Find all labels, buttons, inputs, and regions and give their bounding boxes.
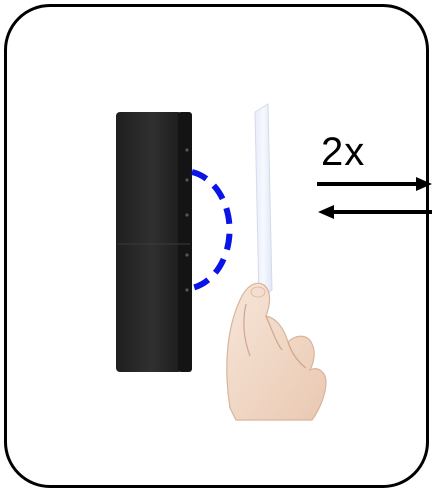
arrow-right-icon: [317, 177, 432, 191]
repeat-count-label: 2x: [321, 132, 365, 172]
hand-icon: [227, 283, 326, 420]
card-reader-icon: [116, 112, 192, 372]
card-icon: [255, 104, 272, 300]
tap-range-arc-icon: [192, 172, 230, 288]
arrow-left-icon: [318, 205, 432, 219]
